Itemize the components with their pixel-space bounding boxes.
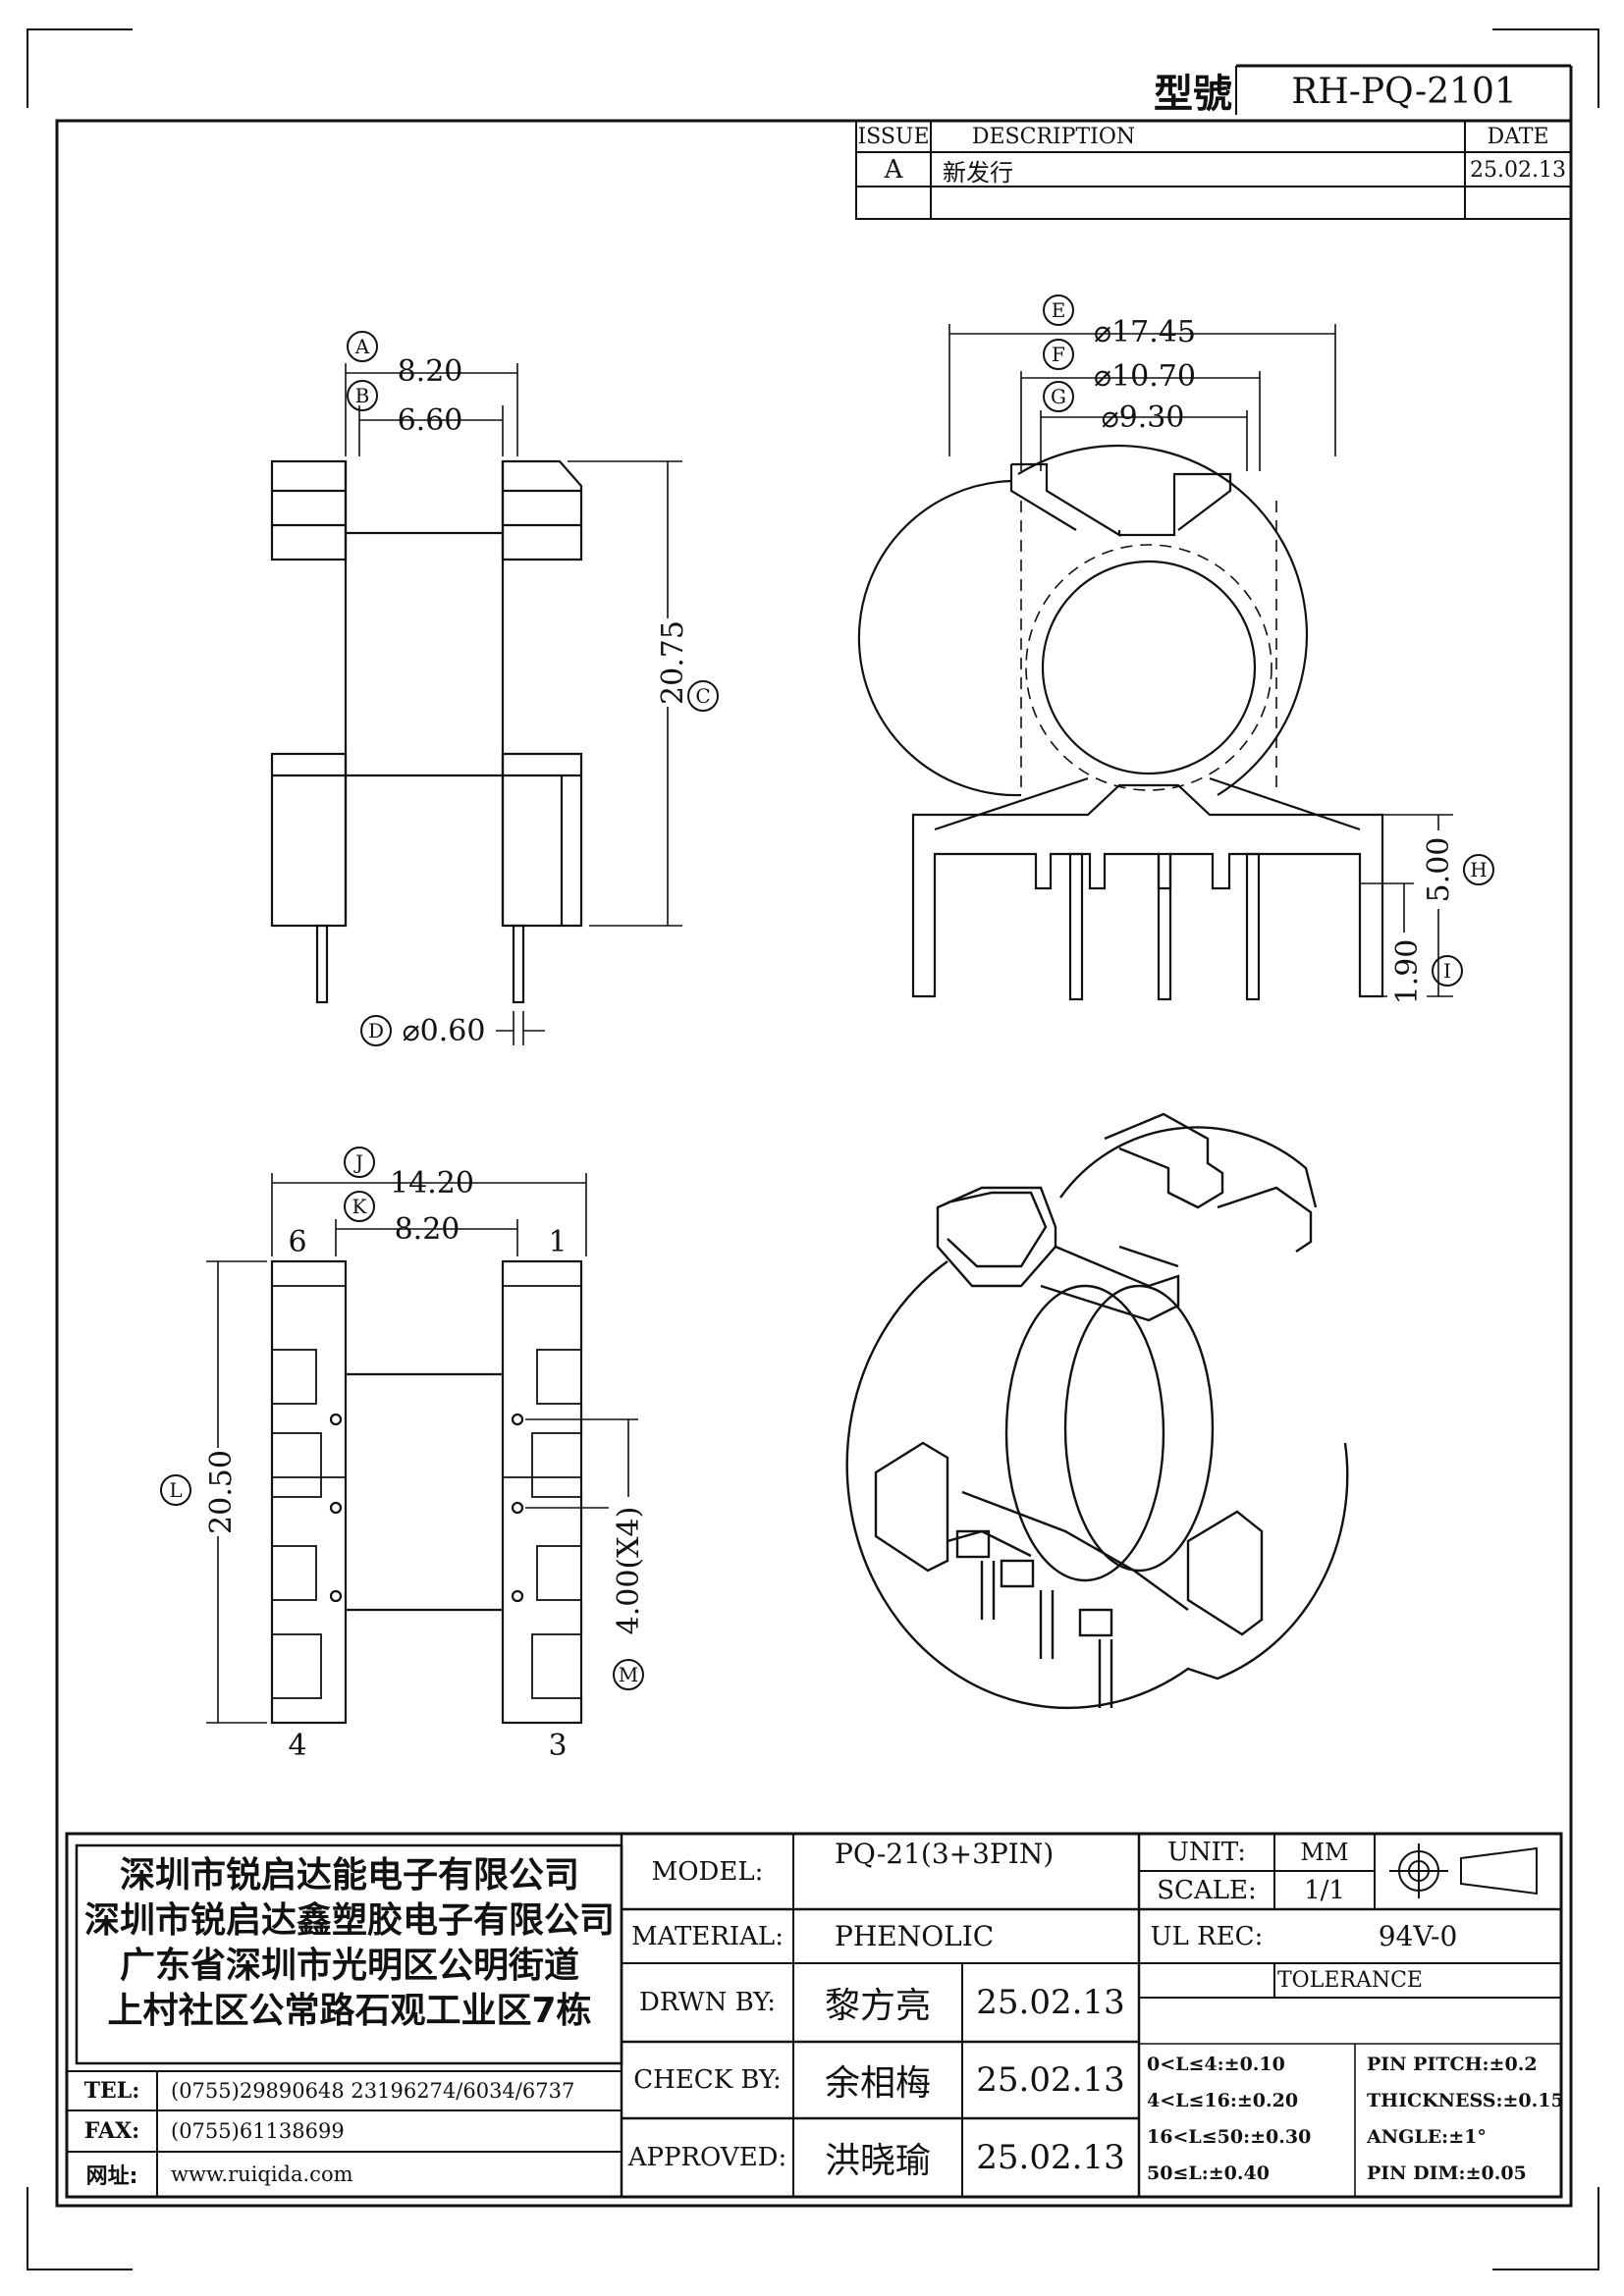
dim-d-value: ⌀0.60	[402, 1013, 486, 1048]
dim-a-marker: A	[347, 331, 378, 362]
approved-label: APPROVED:	[627, 2143, 787, 2172]
scale-label: SCALE:	[1157, 1875, 1257, 1905]
tolerance-title: TOLERANCE	[1277, 1968, 1423, 1993]
dim-c-marker: C	[687, 680, 719, 712]
pin-number-4: 4	[288, 1728, 307, 1763]
dim-j-marker: J	[344, 1147, 375, 1178]
title-block-grid	[65, 1832, 1563, 2199]
company-line-4: 上村社区公常路石观工业区7栋	[107, 1991, 592, 2031]
side-view	[270, 363, 682, 1045]
company-line-1: 深圳市锐启达能电子有限公司	[119, 1855, 579, 1896]
tolerance-length-4: 50≤L:±0.40	[1147, 2163, 1270, 2184]
dim-g-marker: G	[1043, 381, 1074, 412]
pin-number-1: 1	[548, 1224, 568, 1259]
dim-e-value: ⌀17.45	[1094, 314, 1196, 349]
dim-g-value: ⌀9.30	[1101, 400, 1185, 435]
rev-header-description: DESCRIPTION	[971, 125, 1136, 149]
drawn-by-date: 25.02.13	[976, 1983, 1125, 2022]
pin-number-3: 3	[548, 1728, 568, 1763]
drawn-by-name: 黎方亮	[824, 1986, 931, 2026]
tolerance-misc-list: PIN PITCH:±0.2 THICKNESS:±0.15 ANGLE:±1°…	[1367, 2047, 1564, 2192]
dim-j-value: 14.20	[390, 1165, 474, 1201]
drawing-border	[55, 119, 1573, 2208]
company-line-3: 广东省深圳市光明区公明街道	[119, 1946, 579, 1986]
dim-b-value: 6.60	[397, 402, 463, 438]
rev-row-description: 新发行	[943, 158, 1013, 187]
dim-c-value: 20.75	[653, 618, 692, 707]
dim-a-value: 8.20	[397, 353, 463, 389]
fax-label: FAX:	[83, 2118, 140, 2144]
tel-value: (0755)29890648 23196274/6034/6737	[171, 2079, 575, 2103]
model-number: RH-PQ-2101	[1291, 71, 1517, 112]
model-field-label: MODEL:	[651, 1856, 764, 1887]
company-address: 深圳市锐启达能电子有限公司 深圳市锐启达鑫塑胶电子有限公司 广东省深圳市光明区公…	[79, 1853, 621, 2034]
tolerance-length-2: 4<L≤16:±0.20	[1147, 2090, 1299, 2111]
pin-number-6: 6	[288, 1224, 307, 1259]
unit-value: MM	[1300, 1839, 1349, 1866]
rev-row-issue: A	[884, 155, 903, 185]
isometric-view	[845, 1112, 1349, 1710]
scale-value: 1/1	[1304, 1875, 1345, 1905]
unit-label: UNIT:	[1166, 1838, 1247, 1867]
model-field-value: PQ-21(3+3PIN)	[835, 1837, 1055, 1870]
tolerance-thickness: THICKNESS:±0.15	[1367, 2090, 1564, 2111]
approved-date: 25.02.13	[976, 2138, 1125, 2177]
rev-header-date: DATE	[1487, 125, 1549, 149]
rev-header-issue: ISSUE	[857, 125, 930, 149]
check-by-name: 余相梅	[824, 2063, 931, 2104]
model-label: 型號	[1154, 72, 1232, 117]
dim-i-marker: I	[1432, 955, 1463, 987]
web-label: 网址:	[85, 2164, 138, 2189]
revision-table	[855, 120, 1572, 220]
check-by-label: CHECK BY:	[633, 2065, 782, 2095]
dim-d-marker: D	[360, 1015, 392, 1046]
company-line-2: 深圳市锐启达鑫塑胶电子有限公司	[83, 1900, 615, 1941]
dim-l-value: 20.50	[201, 1448, 241, 1536]
dim-b-marker: B	[347, 380, 378, 411]
tolerance-length-1: 0<L≤4:±0.10	[1147, 2054, 1285, 2075]
dim-i-value: 1.90	[1387, 933, 1427, 1011]
material-field-value: PHENOLIC	[835, 1920, 995, 1952]
dim-h-marker: H	[1463, 854, 1494, 885]
dim-e-marker: E	[1043, 294, 1074, 326]
web-value: www.ruiqida.com	[171, 2163, 353, 2186]
dim-k-value: 8.20	[394, 1211, 460, 1247]
crop-marks	[27, 28, 1599, 2270]
drawn-by-label: DRWN BY:	[639, 1988, 776, 2017]
dim-l-marker: L	[160, 1474, 191, 1506]
ul-rec-label: UL REC:	[1150, 1921, 1264, 1951]
tolerance-length-3: 16<L≤50:±0.30	[1147, 2126, 1312, 2148]
dim-k-marker: K	[344, 1191, 375, 1222]
check-by-date: 25.02.13	[976, 2060, 1125, 2100]
approved-name: 洪晓瑜	[824, 2141, 931, 2181]
dim-f-value: ⌀10.70	[1094, 358, 1196, 394]
tolerance-pin-pitch: PIN PITCH:±0.2	[1367, 2054, 1538, 2075]
tolerance-angle: ANGLE:±1°	[1367, 2126, 1487, 2148]
fax-value: (0755)61138699	[171, 2119, 345, 2143]
tolerance-pin-dim: PIN DIM:±0.05	[1367, 2163, 1527, 2184]
front-view	[857, 324, 1453, 1001]
dim-m-marker: M	[613, 1659, 644, 1690]
material-field-label: MATERIAL:	[631, 1921, 784, 1951]
rev-row-date: 25.02.13	[1470, 157, 1566, 183]
dim-m-value: 4.00(X4)	[609, 1497, 648, 1644]
tolerance-length-list: 0<L≤4:±0.10 4<L≤16:±0.20 16<L≤50:±0.30 5…	[1147, 2047, 1353, 2192]
dim-f-marker: F	[1043, 339, 1074, 370]
dim-h-value: 5.00	[1419, 830, 1458, 909]
tel-label: TEL:	[83, 2078, 140, 2104]
projection-symbol-icon	[1389, 1843, 1538, 1898]
ul-rec-value: 94V-0	[1378, 1920, 1458, 1952]
